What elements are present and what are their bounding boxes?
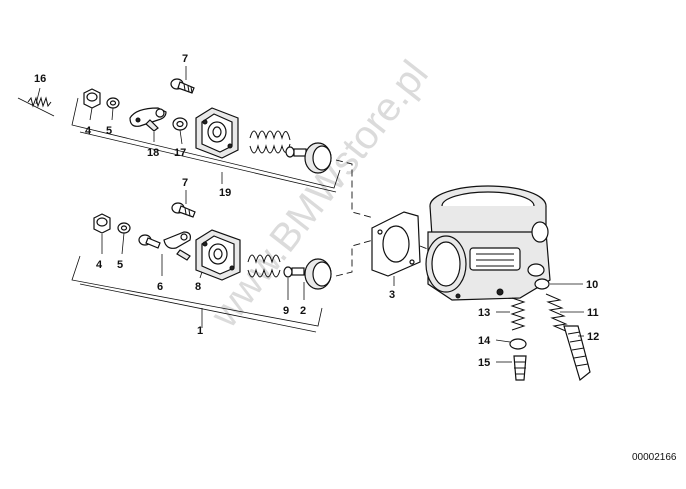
callout-12: 12: [587, 331, 599, 343]
spring-part-11: [545, 293, 569, 333]
callout-9: 9: [283, 305, 289, 317]
bracket-line-1: [71, 255, 323, 327]
drawing-number: 00002166: [632, 452, 677, 463]
piston-part-2: [291, 258, 332, 290]
bracket-line-19: [71, 97, 341, 189]
callout-5-upper: 5: [106, 125, 112, 137]
spring-part-16: [17, 96, 55, 117]
screw-part-6-front: [138, 234, 161, 249]
cover-housing-upper: [195, 107, 239, 159]
callout-18: 18: [147, 147, 159, 159]
callout-7-lower: 7: [182, 177, 188, 189]
washer-part-5-upper: [106, 97, 120, 109]
cover-part-8: [195, 229, 241, 281]
callout-10: 10: [586, 279, 598, 291]
callout-2: 2: [300, 305, 306, 317]
callout-4-upper: 4: [85, 125, 92, 137]
callout-8: 8: [195, 281, 201, 293]
callout-11: 11: [587, 307, 599, 319]
needle-screw-part-12: [563, 325, 591, 382]
nut-part-4-lower: [93, 213, 111, 234]
callout-13: 13: [478, 307, 490, 319]
carburetor-body: [425, 185, 551, 301]
callout-16: 16: [34, 73, 46, 85]
spring-upper: [249, 130, 291, 154]
nut-part-4-upper: [83, 88, 101, 109]
lever-part-18: [129, 107, 167, 132]
spring-lower: [247, 254, 281, 278]
callout-4-lower: 4: [96, 259, 103, 271]
callout-1: 1: [197, 325, 203, 337]
screw-part-7-upper: [170, 78, 195, 94]
callout-5-lower: 5: [117, 259, 123, 271]
lever-part-6: [163, 231, 191, 261]
callout-19: 19: [219, 187, 231, 199]
screw-part-15: [513, 355, 527, 381]
washer-part-9: [283, 266, 293, 278]
screw-part-7-lower: [171, 202, 196, 218]
callout-3: 3: [389, 289, 395, 301]
guide-line-lower: [335, 237, 381, 277]
pin-part-17: [172, 117, 188, 131]
gasket-part-3: [371, 211, 421, 277]
piston-upper: [293, 142, 332, 174]
callout-15: 15: [478, 357, 490, 369]
spring-part-13: [510, 297, 526, 331]
watermark: www.BMWstore.pl: [202, 53, 437, 337]
washer-part-14: [509, 338, 527, 350]
ring-part-10: [534, 278, 550, 290]
washer-small-upper: [285, 146, 295, 158]
callout-6: 6: [157, 281, 163, 293]
washer-part-5-lower: [117, 222, 131, 234]
callout-17: 17: [174, 147, 186, 159]
callout-7-upper: 7: [182, 53, 188, 65]
callout-14: 14: [478, 335, 491, 347]
